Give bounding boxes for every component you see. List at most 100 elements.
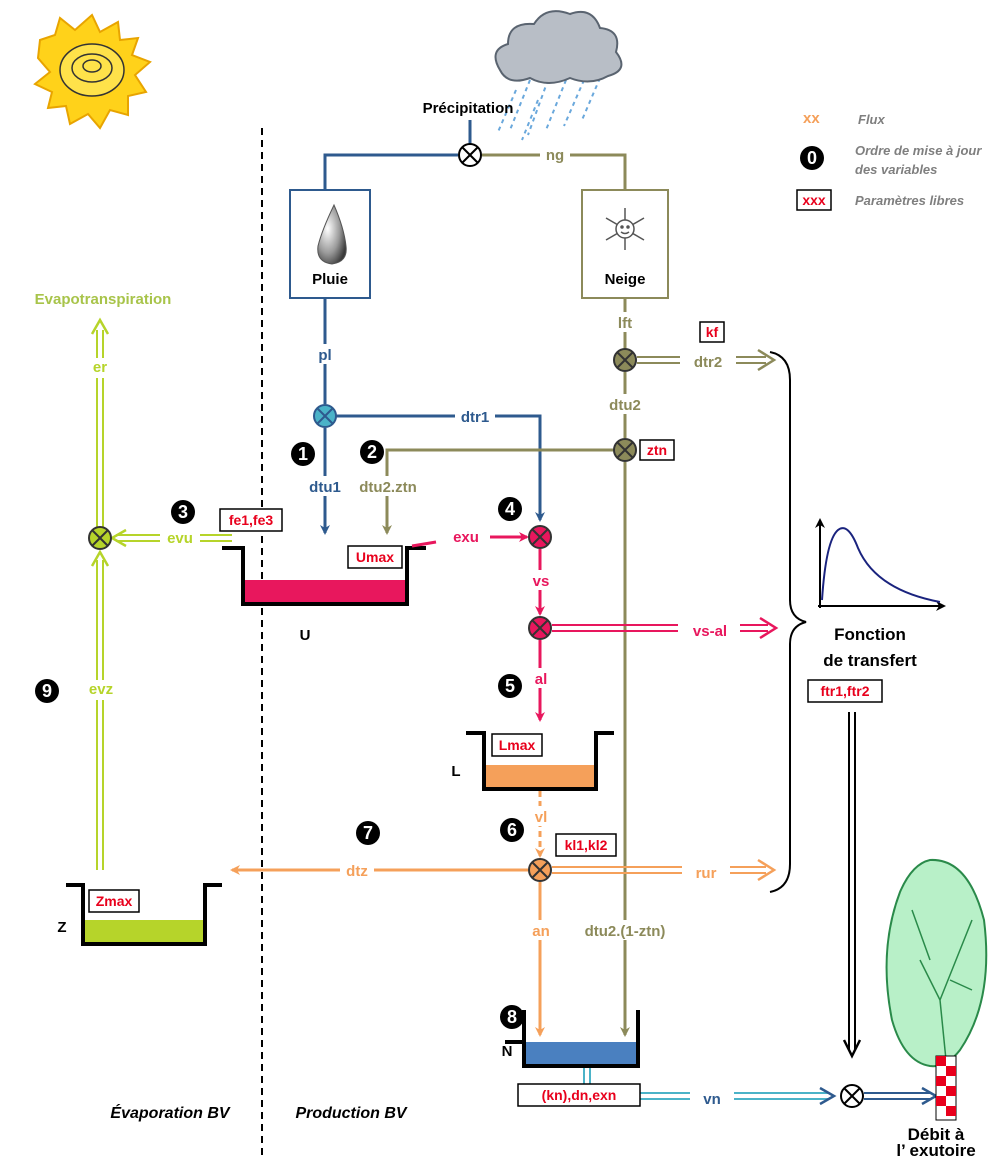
reservoir-u bbox=[222, 546, 426, 606]
reservoir-l-fill bbox=[485, 765, 595, 787]
flux-dtu2: dtu2 bbox=[609, 397, 641, 414]
flux-pl: pl bbox=[318, 347, 331, 364]
param-zmax: Zmax bbox=[96, 893, 133, 909]
snowflake-icon bbox=[605, 208, 645, 250]
flux-rur: rur bbox=[696, 865, 717, 882]
cloud-icon bbox=[494, 10, 623, 141]
transfer-function-plot bbox=[815, 518, 946, 611]
legend-order-marker bbox=[800, 146, 824, 170]
flux-evz: evz bbox=[89, 681, 113, 698]
param-ftr1-ftr2-box bbox=[807, 679, 883, 703]
param-kn-dn-exn: (kn),dn,exn bbox=[542, 1087, 617, 1103]
legend-param-label: Paramètres libres bbox=[855, 193, 964, 208]
legend-order-label-1: Ordre de mise à jour bbox=[855, 143, 982, 158]
flux-al: al bbox=[535, 671, 548, 688]
legend-order-label-2: des variables bbox=[855, 162, 937, 177]
param-umax: Umax bbox=[356, 549, 394, 565]
transfer-title-1: Fonction bbox=[834, 625, 906, 644]
flow-er-arrowhead bbox=[90, 317, 110, 335]
reservoir-n-label: N bbox=[502, 1043, 513, 1060]
rain-label: Pluie bbox=[312, 271, 348, 288]
raindrop-icon bbox=[317, 203, 347, 265]
transfer-brace bbox=[769, 351, 807, 893]
param-kn-dn-exn-box bbox=[517, 1083, 641, 1107]
reservoir-l bbox=[466, 731, 614, 791]
junction-evap bbox=[88, 526, 112, 550]
svg-text:7: 7 bbox=[363, 823, 373, 843]
transfer-title-2: de transfert bbox=[823, 651, 917, 670]
flux-lft: lft bbox=[618, 315, 632, 332]
legend-param-box bbox=[796, 189, 832, 211]
flow-rur-arrowhead bbox=[757, 858, 777, 882]
junction-6 bbox=[528, 858, 552, 882]
order-marker-2: 2 bbox=[360, 440, 384, 464]
order-marker-8: 8 bbox=[500, 1005, 524, 1029]
outlet-label-2: l’ exutoire bbox=[896, 1141, 975, 1158]
flux-vs: vs bbox=[533, 573, 550, 590]
legend-param-symbol: xxx bbox=[802, 192, 826, 208]
param-ftr1-ftr2: ftr1,ftr2 bbox=[820, 683, 869, 699]
order-marker-6: 6 bbox=[500, 818, 524, 842]
reservoir-l-label: L bbox=[451, 763, 460, 780]
svg-text:3: 3 bbox=[178, 502, 188, 522]
order-marker-7: 7 bbox=[356, 821, 380, 845]
flux-an: an bbox=[532, 923, 550, 940]
param-kf: kf bbox=[706, 324, 719, 340]
param-umax-box bbox=[347, 545, 403, 569]
order-marker-9: 9 bbox=[35, 679, 59, 703]
reservoir-z bbox=[66, 883, 222, 946]
flux-vl: vl bbox=[535, 809, 548, 826]
param-lmax-box bbox=[491, 733, 543, 757]
order-marker-5: 5 bbox=[498, 674, 522, 698]
flow-vs-al-arrowhead bbox=[759, 616, 779, 640]
svg-text:1: 1 bbox=[298, 444, 308, 464]
svg-text:6: 6 bbox=[507, 820, 517, 840]
svg-text:4: 4 bbox=[505, 499, 515, 519]
sun-icon bbox=[33, 13, 152, 130]
snow-junction-1 bbox=[613, 348, 637, 372]
outlet-junction bbox=[840, 1084, 864, 1108]
flux-dtr1: dtr1 bbox=[461, 409, 489, 426]
flow-transfer-arrowhead bbox=[842, 1039, 862, 1059]
order-marker-3: 3 bbox=[171, 500, 195, 524]
snow-label: Neige bbox=[605, 271, 646, 288]
reservoir-z-fill bbox=[85, 920, 203, 942]
flux-er: er bbox=[93, 359, 107, 376]
precipitation-label: Précipitation bbox=[423, 100, 514, 117]
flow-dtr2-arrowhead bbox=[757, 348, 777, 372]
zone-production-label: Production BV bbox=[295, 1105, 407, 1122]
flux-dtz: dtz bbox=[346, 863, 368, 880]
snow-junction-2 bbox=[613, 438, 637, 462]
param-lmax: Lmax bbox=[499, 737, 536, 753]
rain-junction bbox=[313, 404, 337, 428]
outlet-gauge-icon bbox=[935, 1055, 957, 1121]
svg-text:9: 9 bbox=[42, 681, 52, 701]
reservoir-z-label: Z bbox=[57, 919, 66, 936]
legend-order-symbol: 0 bbox=[807, 148, 817, 168]
svg-text:5: 5 bbox=[505, 676, 515, 696]
param-kl1-kl2-box bbox=[555, 833, 617, 857]
zone-evaporation-label: Évaporation BV bbox=[110, 1103, 230, 1122]
flow-evz-arrowhead bbox=[90, 549, 110, 567]
param-fe1-fe3: fe1,fe3 bbox=[229, 512, 274, 528]
outlet-label-1: Débit à bbox=[908, 1125, 965, 1144]
svg-text:2: 2 bbox=[367, 442, 377, 462]
flow-dtr1 bbox=[336, 414, 545, 522]
param-kf-box bbox=[699, 321, 725, 343]
catchment-icon bbox=[885, 858, 988, 1068]
flux-dtr2: dtr2 bbox=[694, 354, 722, 371]
param-zmax-box bbox=[88, 889, 140, 913]
svg-text:8: 8 bbox=[507, 1007, 517, 1027]
flux-ng: ng bbox=[546, 147, 564, 164]
junction-vs bbox=[528, 616, 552, 640]
flow-dtu2-ztn bbox=[382, 448, 614, 535]
precip-junction bbox=[458, 143, 482, 167]
reservoir-u-label: U bbox=[300, 627, 311, 644]
rain-branch bbox=[323, 153, 458, 190]
reservoir-u-fill bbox=[245, 580, 405, 602]
flux-dtu2-ztn: dtu2.ztn bbox=[359, 479, 417, 496]
reservoir-n-fill bbox=[526, 1042, 636, 1064]
flux-dtu1: dtu1 bbox=[309, 479, 341, 496]
flow-evu-arrowhead bbox=[109, 528, 127, 548]
